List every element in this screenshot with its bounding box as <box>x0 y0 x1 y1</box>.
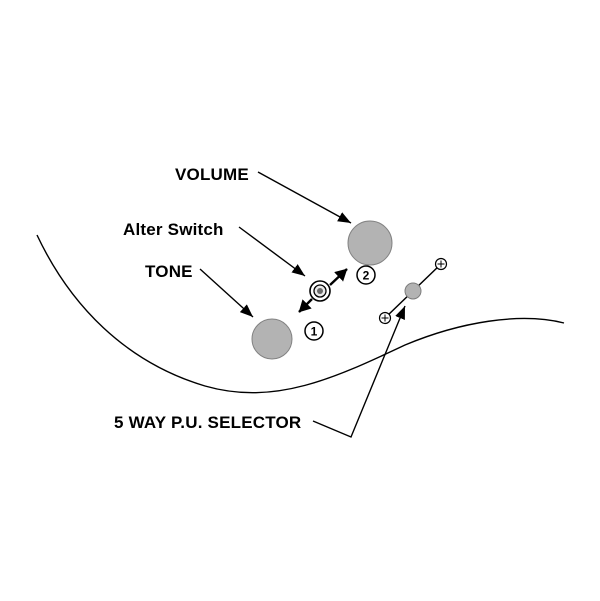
step-1-badge: 1 <box>304 321 324 341</box>
step-2-badge: 2 <box>356 265 376 285</box>
tone-leader-line <box>199 268 254 318</box>
step-1-badge-circle <box>304 321 324 341</box>
tone-label: TONE <box>145 262 193 281</box>
step-1-number: 1 <box>311 325 318 339</box>
alter-switch-leader-line <box>238 226 306 277</box>
selector-screw-bottom <box>378 311 392 325</box>
volume-knob <box>347 220 393 266</box>
pickup-selector <box>378 257 448 325</box>
step-2-number: 2 <box>363 269 370 283</box>
step-2-arrow <box>329 268 348 286</box>
volume-leader-line <box>257 171 352 224</box>
alter-switch-center <box>317 288 323 294</box>
alter-switch-label: Alter Switch <box>123 220 224 239</box>
selector-lever-tip <box>404 282 422 300</box>
selector-label: 5 WAY P.U. SELECTOR <box>114 413 301 432</box>
step-1-arrow <box>298 298 313 313</box>
alter-switch-control <box>309 280 331 302</box>
selector-leader-line <box>312 305 406 438</box>
volume-label: VOLUME <box>175 165 249 184</box>
selector-screw-top <box>434 257 448 271</box>
step-2-badge-circle <box>356 265 376 285</box>
guitar-body-outline <box>36 234 565 394</box>
tone-knob <box>251 318 293 360</box>
